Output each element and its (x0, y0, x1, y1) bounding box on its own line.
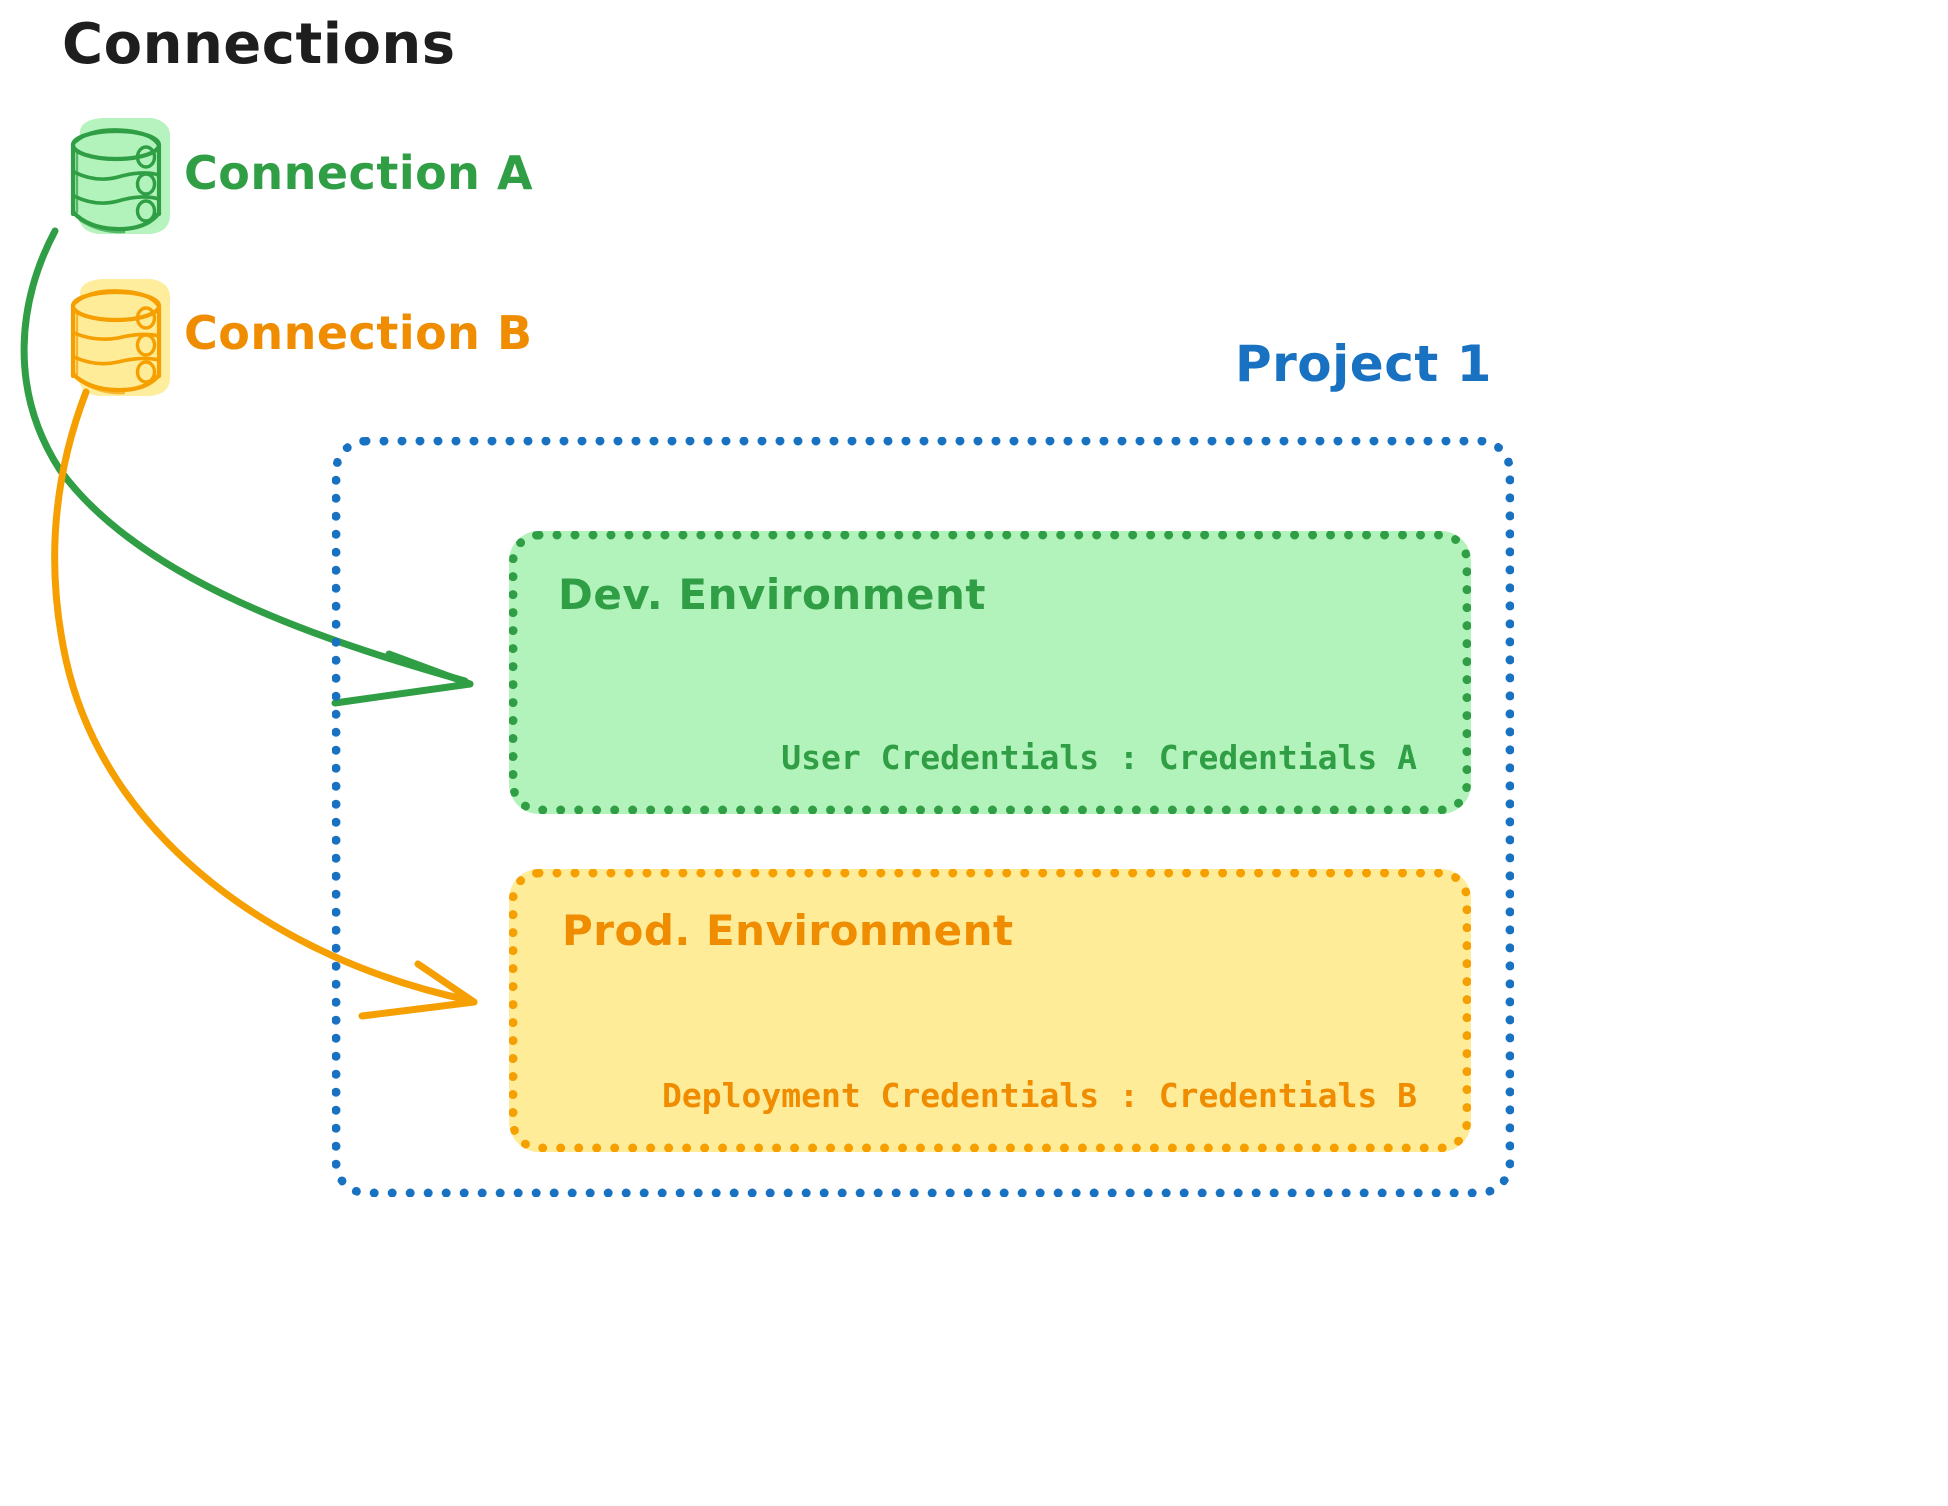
prod-environment-title: Prod. Environment (562, 906, 1014, 955)
database-cylinder-icon-a[interactable] (70, 118, 171, 234)
dev-environment-credentials: User Credentials : Credentials A (781, 738, 1417, 777)
dev-environment-box[interactable]: Dev. Environment User Credentials : Cred… (509, 531, 1471, 814)
project-container: Dev. Environment User Credentials : Cred… (332, 437, 1514, 1197)
prod-environment-box[interactable]: Prod. Environment Deployment Credentials… (509, 869, 1471, 1152)
connection-a-label: Connection A (184, 146, 534, 200)
prod-environment-credentials: Deployment Credentials : Credentials B (662, 1076, 1417, 1115)
connection-b-label: Connection B (184, 306, 533, 360)
page-title: Connections (62, 12, 456, 77)
dev-environment-title: Dev. Environment (558, 570, 986, 619)
project-title: Project 1 (1235, 335, 1492, 393)
database-cylinder-icon-b[interactable] (70, 279, 171, 396)
